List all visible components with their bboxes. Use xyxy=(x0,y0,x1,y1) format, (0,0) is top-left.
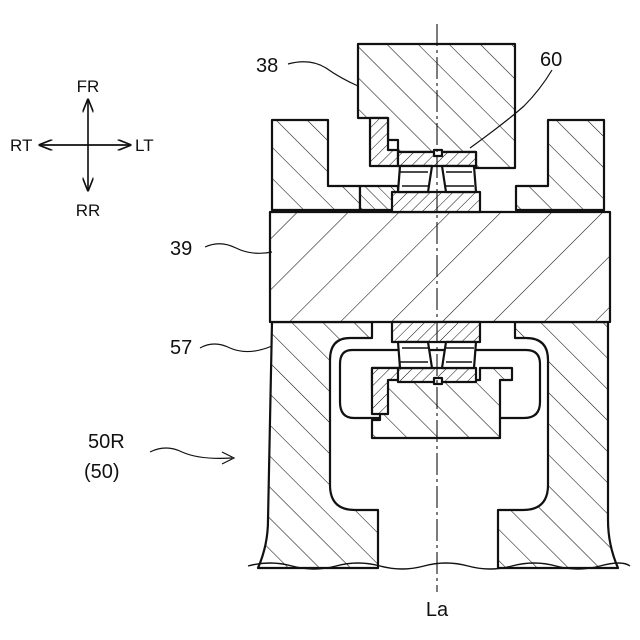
direction-rear-label: RR xyxy=(76,201,101,220)
leader-39 xyxy=(205,244,272,254)
bearing-60-upper xyxy=(392,150,480,212)
label-39: 39 xyxy=(170,238,192,260)
direction-front-label: FR xyxy=(77,77,100,96)
direction-right-label: RT xyxy=(10,136,32,155)
label-la: La xyxy=(426,599,449,621)
leader-38 xyxy=(288,62,358,86)
direction-left-label: LT xyxy=(135,136,154,155)
label-57: 57 xyxy=(170,337,192,359)
shaft-39 xyxy=(270,212,610,322)
direction-compass: FR RR RT LT xyxy=(10,77,154,220)
label-38: 38 xyxy=(256,55,278,77)
label-50r: 50R xyxy=(88,431,125,453)
housing-50r xyxy=(258,322,618,568)
leader-50r xyxy=(150,448,232,458)
label-50: (50) xyxy=(84,461,120,483)
label-60: 60 xyxy=(540,49,562,71)
leader-57 xyxy=(200,344,272,352)
